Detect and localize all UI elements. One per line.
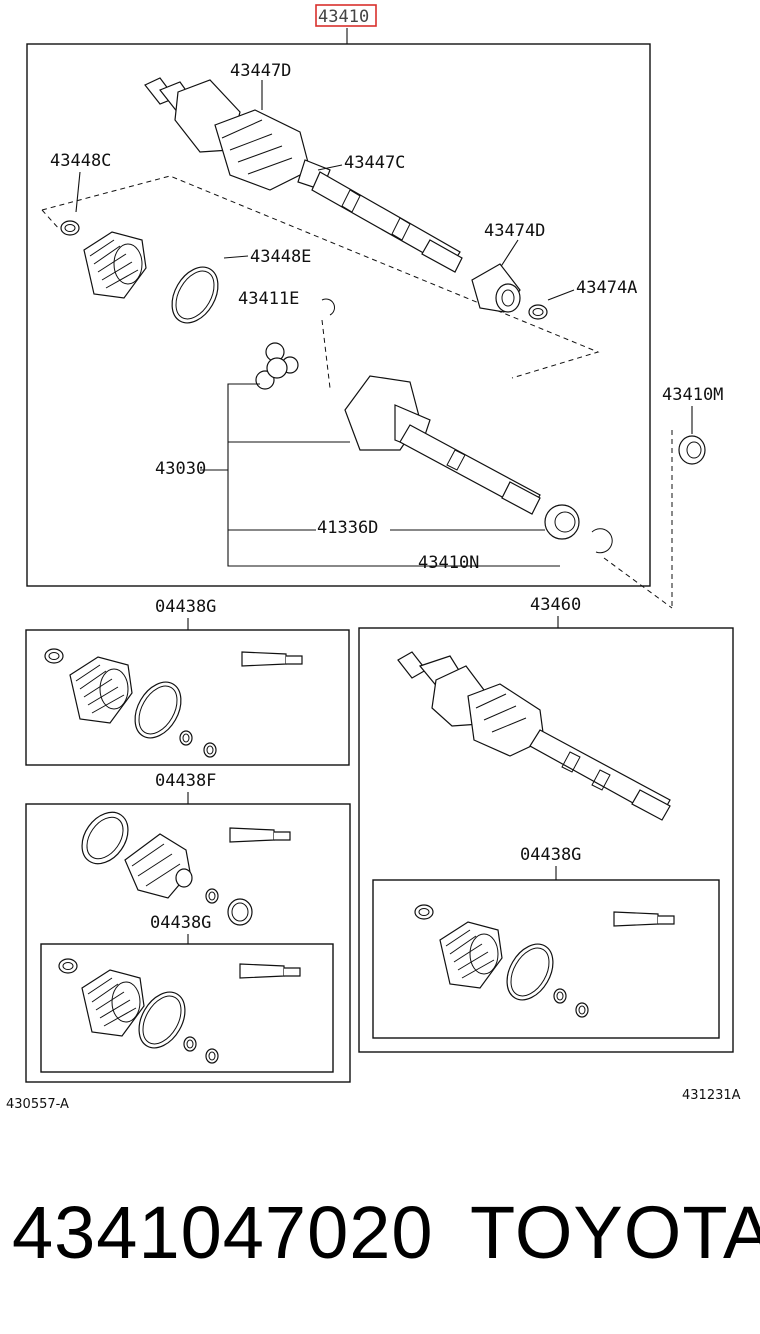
main-assembly-box: [26, 43, 651, 587]
inboard-joint-shaft: [344, 375, 541, 515]
callout-kit-04438G-1[interactable]: 04438G: [155, 597, 216, 617]
callout-43030[interactable]: 43030: [155, 459, 206, 479]
callout-43460[interactable]: 43460: [530, 595, 581, 615]
callout-43448E[interactable]: 43448E: [250, 247, 311, 267]
axle-assembly-43460: [397, 651, 671, 821]
callout-43447C[interactable]: 43447C: [344, 153, 405, 173]
kit-box-04438G-3: [372, 879, 720, 1039]
kit-box-04438G-1: [25, 629, 350, 766]
callout-43474A[interactable]: 43474A: [576, 278, 637, 298]
callout-43410[interactable]: 43410: [318, 7, 369, 27]
tripod-joint: [255, 342, 299, 390]
callout-43411E[interactable]: 43411E: [238, 289, 299, 309]
kit-box-04438F: [25, 803, 351, 1083]
ref-code-right: 431231A: [682, 1088, 741, 1103]
callout-43447D[interactable]: 43447D: [230, 61, 291, 81]
callout-kit-04438G-3[interactable]: 04438G: [520, 845, 581, 865]
parts-diagram: 43410 43447D 43447C 43448C 43448E 43474D…: [6, 4, 741, 1112]
callout-43410M[interactable]: 43410M: [662, 385, 723, 405]
outer-joint-shaft: [144, 77, 463, 273]
ref-code-left: 430557-A: [6, 1097, 69, 1112]
kit-box-04438G-2: [40, 943, 334, 1073]
brand-name: TOYOTA: [470, 1191, 760, 1274]
callout-43474D[interactable]: 43474D: [484, 221, 545, 241]
callout-kit-04438F[interactable]: 04438F: [155, 771, 216, 791]
highlight-box: [315, 4, 377, 27]
assembly-box-43460: [358, 627, 734, 1053]
callout-kit-04438G-2[interactable]: 04438G: [150, 913, 211, 933]
callout-41336D[interactable]: 41336D: [317, 518, 378, 538]
callout-43448C[interactable]: 43448C: [50, 151, 111, 171]
callout-43410N[interactable]: 43410N: [418, 553, 479, 573]
part-number: 4341047020: [12, 1191, 434, 1274]
